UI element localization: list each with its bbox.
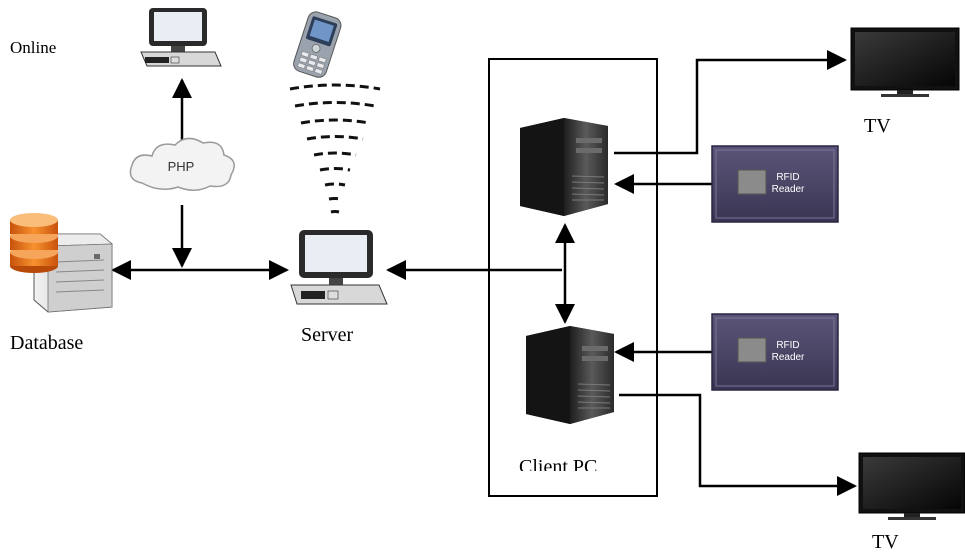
wireless-signal-icon: [289, 83, 381, 214]
tv-top-label: TV: [864, 115, 891, 137]
php-label: PHP: [168, 159, 195, 174]
client-pc-tower-icon: [526, 326, 614, 424]
server-computer-icon: [290, 230, 388, 305]
rfid-reader-label-line1: RFID: [776, 340, 799, 351]
tv-bottom-label: TV: [872, 531, 899, 553]
php-cloud-icon: PHP: [129, 137, 235, 191]
line-pc1-to-tv-top: [614, 50, 847, 155]
rfid-reader-label-line1: RFID: [776, 172, 799, 183]
client-pc-label-clip: [515, 471, 645, 483]
database-label: Database: [10, 332, 84, 354]
server-label: Server: [301, 324, 354, 346]
mobile-phone-icon: [293, 11, 342, 78]
connections: [111, 50, 857, 496]
rfid-reader-label-line2: Reader: [772, 352, 805, 363]
online-computer-icon: [140, 8, 222, 67]
rfid-reader-label-line2: Reader: [772, 184, 805, 195]
tv-icon: [850, 27, 960, 97]
database-server-icon: [10, 213, 114, 313]
client-pc-box: [488, 58, 658, 497]
tv-icon: [858, 452, 965, 520]
rfid-reader-icon: RFID Reader: [711, 313, 839, 391]
rfid-reader-icon: RFID Reader: [711, 145, 839, 223]
online-label: Online: [10, 38, 57, 57]
line-pc2-to-tv-bottom: [619, 393, 857, 496]
client-pc-tower-icon: [520, 118, 608, 216]
